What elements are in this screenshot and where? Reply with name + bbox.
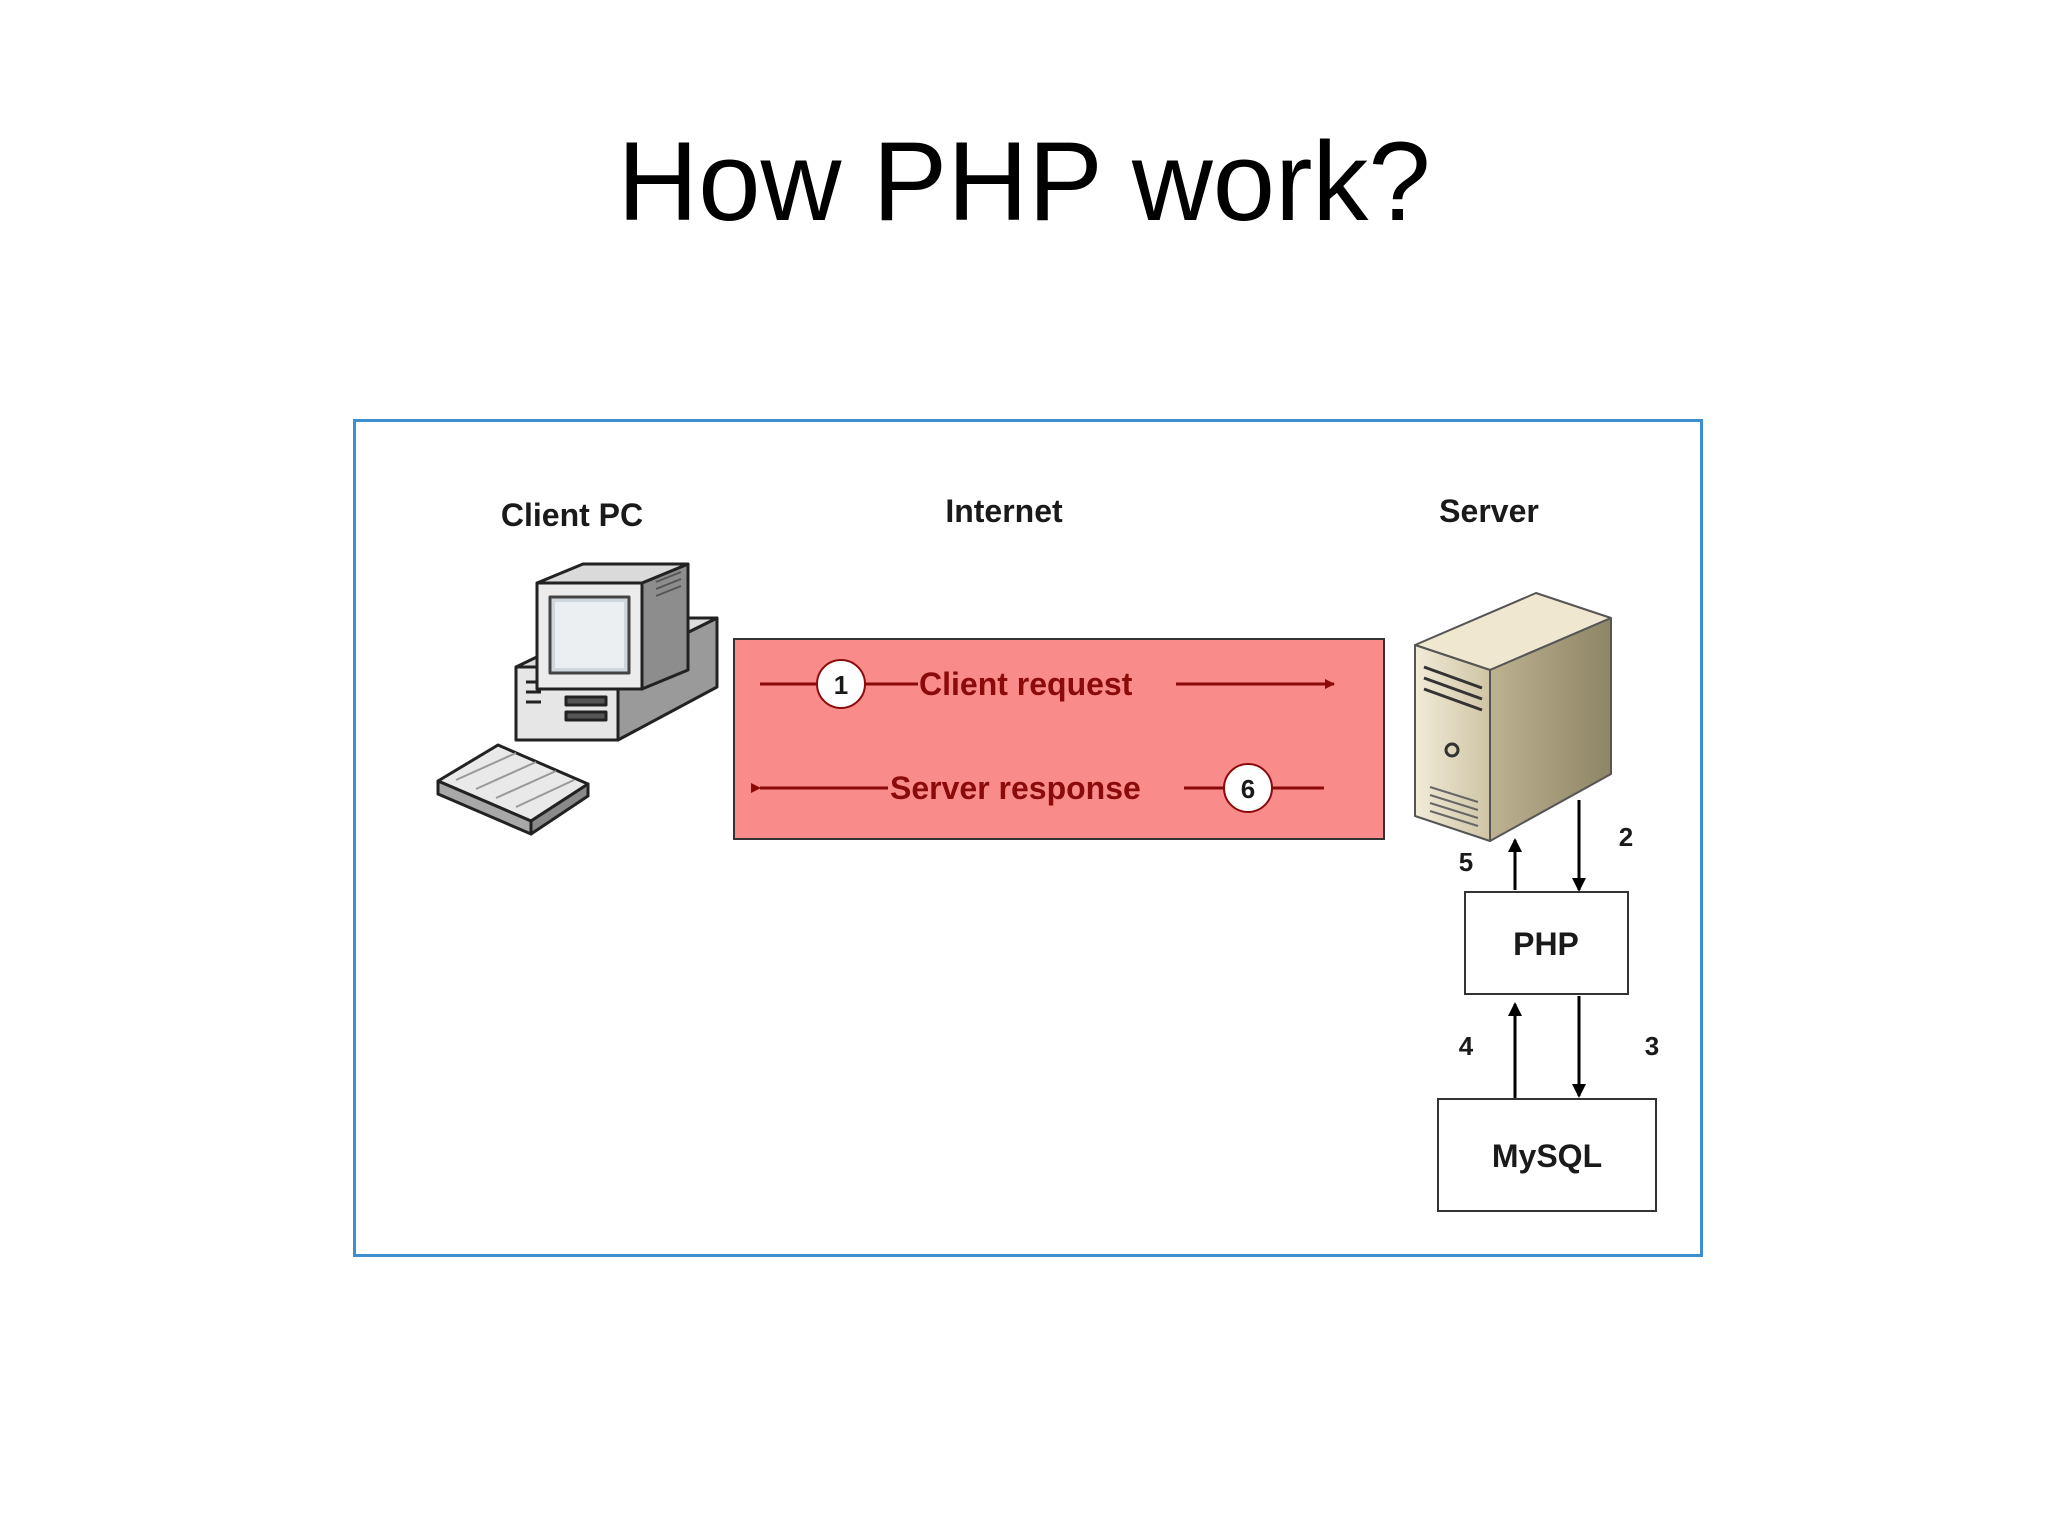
step-5-number: 5 xyxy=(1459,847,1473,877)
client-request-label: Client request xyxy=(919,666,1133,702)
step-6-number: 6 xyxy=(1241,774,1255,804)
label-server: Server xyxy=(1439,493,1539,529)
mysql-box xyxy=(1437,1098,1657,1212)
step-2-number: 2 xyxy=(1619,822,1633,852)
diagram-canvas: Client PC Internet Server xyxy=(436,493,1659,1212)
label-internet: Internet xyxy=(945,493,1063,529)
step-4-number: 4 xyxy=(1459,1031,1474,1061)
step-1-number: 1 xyxy=(834,670,848,700)
step-3-number: 3 xyxy=(1645,1031,1659,1061)
server-response-label: Server response xyxy=(890,770,1141,806)
server-tower-icon xyxy=(1414,592,1612,842)
computer-icon xyxy=(436,562,719,836)
diagram-frame: Client PC Internet Server xyxy=(353,419,1703,1257)
label-client-pc: Client PC xyxy=(501,497,643,533)
php-box xyxy=(1464,891,1629,995)
slide-title: How PHP work? xyxy=(617,119,1431,244)
client-request-flow: 1 Client request xyxy=(760,659,1335,709)
server-response-flow: Server response 6 xyxy=(751,763,1324,813)
php-box-label: PHP xyxy=(1513,926,1579,962)
mysql-box-label: MySQL xyxy=(1492,1138,1602,1174)
internet-band xyxy=(733,638,1385,840)
